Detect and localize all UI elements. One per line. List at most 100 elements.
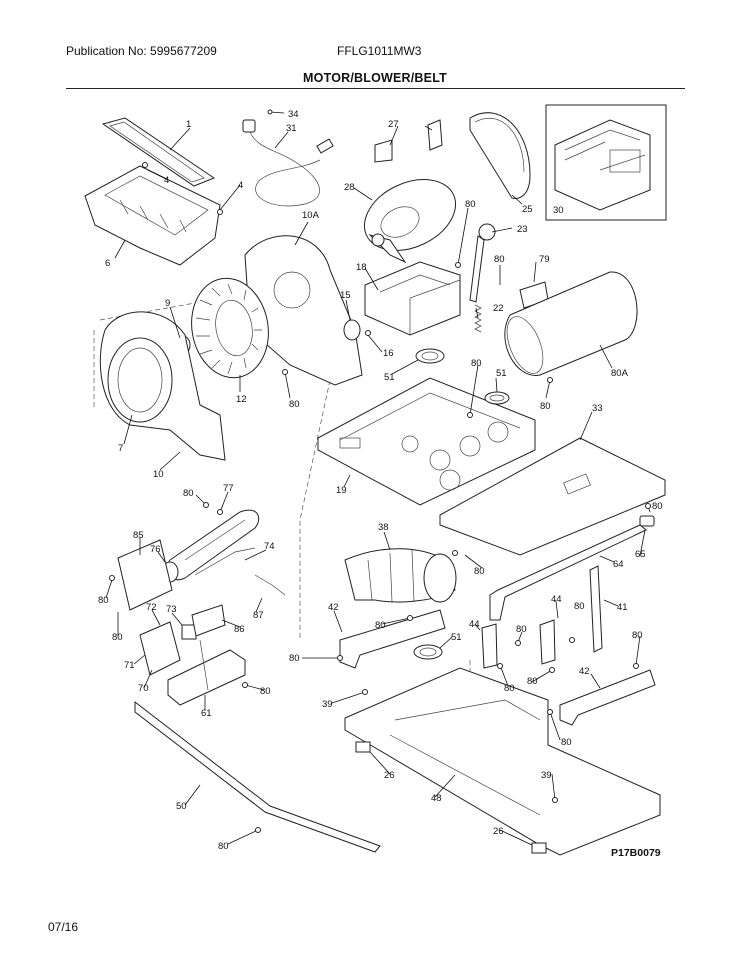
callout-87: 87: [253, 610, 264, 621]
callout-71: 71: [124, 660, 135, 671]
callout-1: 1: [186, 119, 191, 130]
callout-80: 80: [494, 254, 505, 265]
callout-80: 80: [98, 595, 109, 606]
part-1-gasket: [101, 117, 216, 187]
part-50-side-panel: [134, 700, 381, 853]
page-title: MOTOR/BLOWER/BELT: [303, 71, 447, 85]
part-86-bracket: [191, 604, 226, 637]
part-80a-heater: [504, 271, 638, 376]
callout-27: 27: [388, 119, 399, 130]
part-12-blower-wheel: [191, 277, 269, 379]
part-22-spring: [474, 304, 482, 333]
callout-7: 7: [118, 443, 123, 454]
callout-80: 80: [474, 566, 485, 577]
callout-72: 72: [146, 602, 157, 613]
callout-26: 26: [493, 826, 504, 837]
callout-6: 6: [105, 258, 110, 269]
part-23-idler-arm: [469, 223, 496, 303]
part-87-sensor: [254, 574, 286, 596]
callout-80: 80: [652, 501, 663, 512]
callout-80: 80: [574, 601, 585, 612]
callout-80: 80: [465, 199, 476, 210]
callout-34: 34: [288, 109, 299, 120]
callout-80: 80: [471, 358, 482, 369]
part-10a-blower-housing: [244, 235, 363, 386]
part-44-brackets: [481, 619, 556, 669]
model-number: FFLG1011MW3: [337, 44, 422, 58]
callout-51: 51: [451, 632, 462, 643]
callout-39: 39: [322, 699, 333, 710]
callout-26: 26: [384, 770, 395, 781]
diagram-code: P17B0079: [611, 847, 661, 859]
callout-10A: 10A: [302, 210, 320, 221]
callout-73: 73: [166, 604, 177, 615]
callout-4: 4: [238, 180, 243, 191]
callout-76: 76: [150, 544, 161, 555]
callout-80: 80: [540, 401, 551, 412]
part-31-power-cord: [242, 119, 334, 207]
callout-74: 74: [264, 541, 275, 552]
header-rule: [66, 88, 685, 89]
part-33-panel: [439, 437, 666, 556]
callout-80: 80: [289, 653, 300, 664]
callout-39: 39: [541, 770, 552, 781]
part-70-gas-valve: [139, 621, 197, 676]
callout-80: 80: [516, 624, 527, 635]
part-64-gas-tube: [489, 515, 655, 621]
callout-30: 30: [553, 205, 564, 216]
callout-79: 79: [539, 254, 550, 265]
callout-80: 80: [112, 632, 123, 643]
part-85-plate: [117, 539, 173, 611]
callout-16: 16: [383, 348, 394, 359]
callout-22: 22: [493, 303, 504, 314]
part-77-igniter: [166, 509, 260, 581]
callout-48: 48: [431, 793, 442, 804]
part-48-base-frame: [344, 667, 661, 856]
callout-80A: 80A: [611, 368, 629, 379]
callout-10: 10: [153, 469, 164, 480]
callout-42: 42: [579, 666, 590, 677]
part-26-feet: [355, 741, 547, 854]
revision-date: 07/16: [48, 920, 79, 934]
callout-77: 77: [223, 483, 234, 494]
part-30-control-box: [545, 104, 667, 221]
callout-51: 51: [496, 368, 507, 379]
callout-41: 41: [617, 602, 628, 613]
callout-23: 23: [517, 224, 528, 235]
callout-80: 80: [218, 841, 229, 852]
callout-80: 80: [375, 620, 386, 631]
part-51-grommets: [413, 348, 510, 660]
callout-80: 80: [561, 737, 572, 748]
callout-44: 44: [551, 594, 562, 605]
callout-18: 18: [356, 262, 367, 273]
part-28-motor: [363, 119, 457, 264]
part-42-brackets: [339, 609, 656, 726]
callout-80: 80: [632, 630, 643, 641]
callout-19: 19: [336, 485, 347, 496]
callout-12: 12: [236, 394, 247, 405]
callout-33: 33: [592, 403, 603, 414]
callout-4: 4: [164, 175, 169, 186]
callout-51: 51: [384, 372, 395, 383]
callout-9: 9: [165, 298, 170, 309]
callout-65: 65: [635, 549, 646, 560]
callout-85: 85: [133, 530, 144, 541]
callout-80: 80: [183, 488, 194, 499]
part-15-seal: [343, 319, 361, 341]
part-10-blower-housing-front: [99, 311, 226, 461]
callout-80: 80: [289, 399, 300, 410]
callout-70: 70: [138, 683, 149, 694]
callout-15: 15: [340, 290, 351, 301]
callout-64: 64: [613, 559, 624, 570]
publication-number: Publication No: 5995677209: [66, 44, 217, 58]
part-74-wire: [194, 547, 256, 576]
fasteners: [109, 109, 651, 833]
callout-25: 25: [522, 204, 533, 215]
callout-61: 61: [201, 708, 212, 719]
part-18-motor-bracket: [364, 261, 461, 336]
callout-labels: 1 4 4 6 34 31 27 25 30 28 80 23 10A 18 9…: [98, 109, 663, 859]
part-41-bracket: [589, 565, 603, 653]
callout-44: 44: [469, 619, 480, 630]
callout-50: 50: [176, 801, 187, 812]
callout-31: 31: [286, 123, 297, 134]
